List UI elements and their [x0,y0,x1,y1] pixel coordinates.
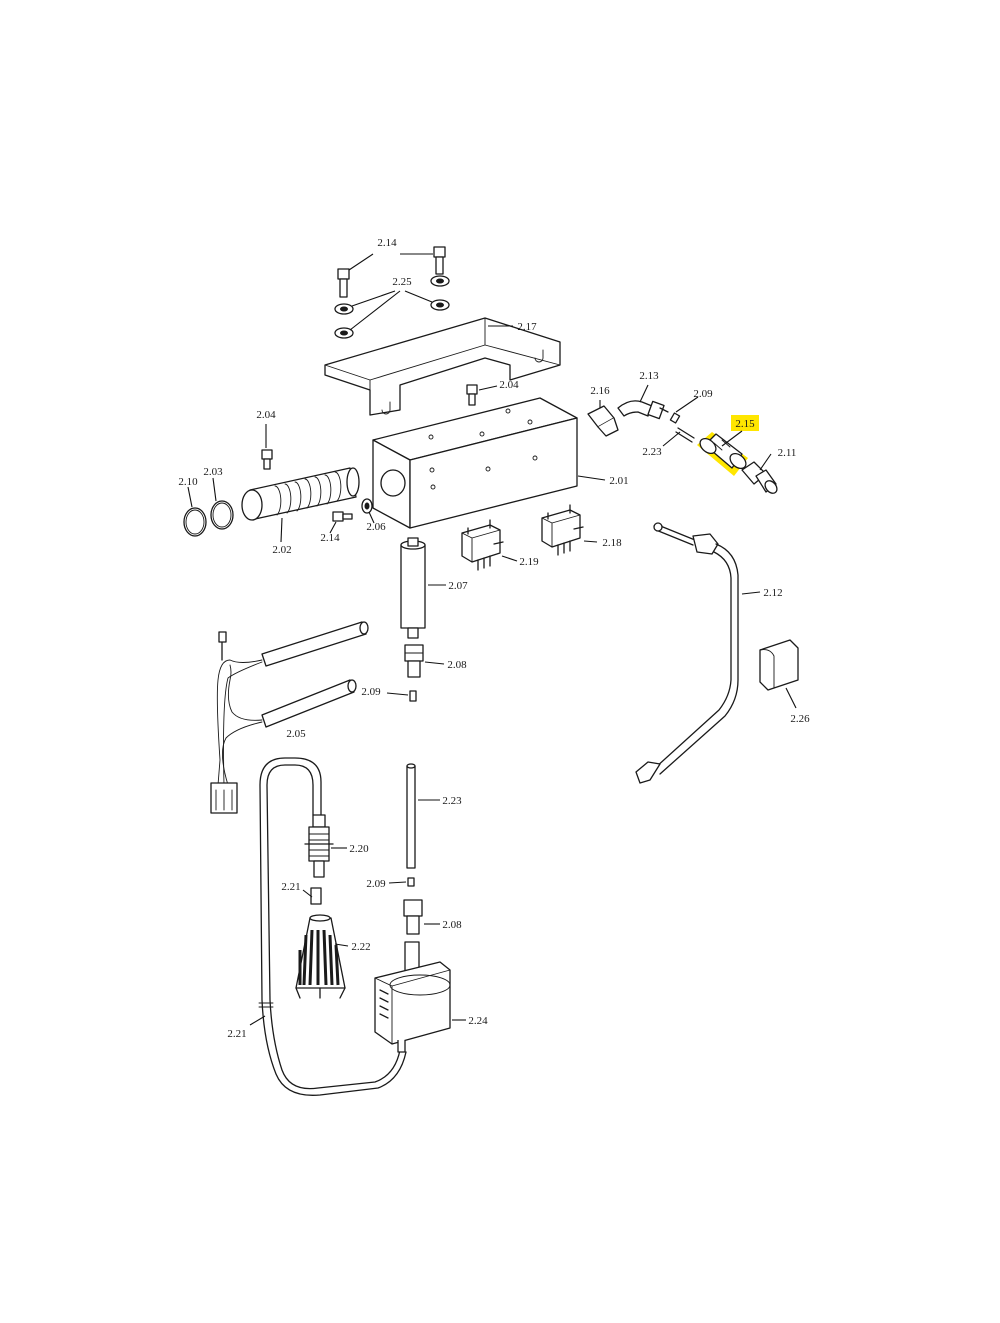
part-2-09-sleeve-lower [407,877,415,887]
label-2-19: 2.19 [519,556,539,568]
label-2-09-lower: 2.09 [366,878,386,890]
label-2-21-upper: 2.21 [281,881,300,893]
label-2-13: 2.13 [639,370,659,382]
label-2-08-upper: 2.08 [447,659,467,671]
part-2-10-o-ring [183,507,207,537]
part-2-23-tube-vertical [406,763,416,869]
part-2-12-probe-tube [635,522,739,784]
part-2-06-washer [361,498,373,514]
label-2-01: 2.01 [609,475,628,487]
part-2-21-tubing [258,757,407,1096]
label-2-06: 2.06 [366,521,386,533]
label-2-14-top: 2.14 [377,237,397,249]
part-2-20-fitting [304,814,334,878]
part-2-03-o-ring [210,500,234,530]
label-2-12: 2.12 [763,587,782,599]
label-2-20: 2.20 [349,843,369,855]
part-2-05-heating-elements [210,621,369,814]
part-2-14-screw-left [337,268,350,298]
part-2-16-fitting [587,405,619,437]
part-2-09-sleeve-middle [409,690,417,702]
label-2-23-lower: 2.23 [442,795,462,807]
part-2-11-hose-barb [741,461,778,494]
part-2-14-screw-right [433,246,446,275]
label-2-03: 2.03 [203,466,223,478]
label-2-09-middle: 2.09 [361,686,381,698]
part-2-14-screw-lower [332,511,353,522]
label-2-02: 2.02 [272,544,291,556]
part-2-25-washers [334,275,450,339]
part-2-01-manifold-block [372,397,578,529]
label-2-16: 2.16 [590,385,610,397]
part-2-26-clip [759,639,799,691]
label-2-24: 2.24 [468,1015,488,1027]
label-2-14-lower: 2.14 [320,532,340,544]
label-2-26: 2.26 [790,713,810,725]
part-2-13-elbow-fitting [617,400,669,420]
label-2-09-top: 2.09 [693,388,713,400]
label-2-23-top: 2.23 [642,446,662,458]
part-2-09-sleeve [669,412,681,424]
label-2-25: 2.25 [392,276,412,288]
label-2-17: 2.17 [517,321,537,333]
part-2-15-union [699,433,747,470]
label-2-22: 2.22 [351,941,370,953]
label-2-21-lower: 2.21 [227,1028,246,1040]
label-2-11: 2.11 [778,447,797,459]
leader-lines [187,253,797,1026]
label-2-08-lower: 2.08 [442,919,462,931]
part-2-17-bracket [324,317,561,416]
label-2-10: 2.10 [178,476,198,488]
part-2-23-tube [675,427,695,443]
label-2-18: 2.18 [602,537,622,549]
part-2-08-fitting-lower [403,899,423,935]
part-2-04-screw-block [466,384,478,406]
label-2-04-left: 2.04 [256,409,276,421]
part-2-19-switch [461,519,504,571]
part-2-18-switch [541,504,584,556]
label-2-15: 2.15 [735,418,755,430]
part-2-24-pressure-switch [374,941,451,1053]
label-2-07: 2.07 [448,580,468,592]
part-2-08-fitting-upper [404,644,424,678]
part-2-02-heater-cylinder [241,467,360,521]
part-2-04-screw-left [261,449,273,470]
label-2-05: 2.05 [286,728,306,740]
part-2-22-filter-cone [295,914,346,999]
part-2-07-standoff [400,537,426,639]
callout-labels: 2.14 2.25 2.17 2.04 2.16 2.13 2.09 2.15 … [178,237,810,1040]
label-2-04-block: 2.04 [499,379,519,391]
